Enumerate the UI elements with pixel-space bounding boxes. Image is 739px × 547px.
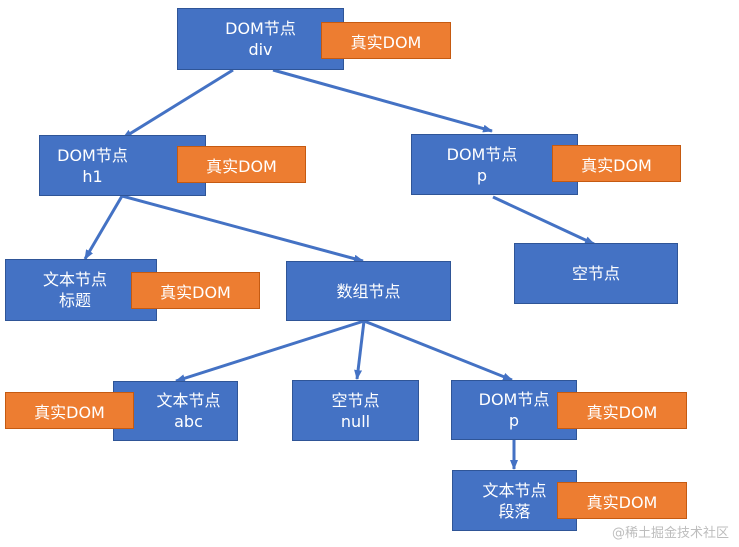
edge-array-null: [354, 320, 366, 380]
node-type-label: DOM节点: [478, 390, 550, 409]
node-type-label: DOM节点: [225, 19, 296, 38]
node-tag-label: div: [248, 40, 273, 59]
real-dom-badge: 真实DOM: [131, 272, 260, 309]
node-type-label: 文本节点: [42, 270, 107, 289]
node-tag-label: p: [508, 411, 520, 430]
edge-p1-empty: [492, 195, 595, 246]
node-value-label: 标题: [58, 291, 91, 310]
node-text-title: 文本节点 标题: [5, 259, 157, 321]
real-dom-badge: 真实DOM: [177, 146, 306, 183]
node-array: 数组节点: [286, 261, 451, 321]
node-type-label: 空节点: [331, 390, 380, 410]
real-dom-badge: 真实DOM: [557, 482, 687, 519]
edge-array-p2: [363, 319, 513, 382]
edge-array-abc: [175, 319, 365, 383]
watermark: @稀土掘金技术社区: [611, 526, 729, 541]
node-value-label: 段落: [498, 501, 531, 521]
node-tag-label: h1: [82, 166, 103, 186]
node-type-label: DOM节点: [57, 145, 128, 165]
edge-root-p1: [272, 68, 493, 133]
node-type-label: DOM节点: [446, 144, 518, 164]
node-empty: 空节点: [514, 243, 678, 304]
node-type-label: 空节点: [571, 264, 620, 283]
node-type-label: 文本节点: [482, 480, 547, 500]
edge-h1-array: [121, 194, 364, 263]
real-dom-badge: 真实DOM: [552, 145, 681, 182]
real-dom-badge: 真实DOM: [321, 22, 451, 59]
node-value-label: null: [340, 411, 371, 431]
node-tag-label: p: [476, 165, 488, 185]
edge-root-h1: [122, 68, 234, 140]
node-value-label: abc: [174, 412, 203, 431]
node-type-label: 数组节点: [336, 281, 401, 301]
node-dom-p: DOM节点 p: [411, 134, 578, 195]
real-dom-badge: 真实DOM: [557, 392, 687, 429]
node-dom-p-child: DOM节点 p: [451, 380, 577, 440]
node-empty-null: 空节点 null: [292, 380, 419, 441]
node-type-label: 文本节点: [156, 391, 221, 410]
node-dom-div: DOM节点 div: [177, 8, 344, 70]
node-text-paragraph: 文本节点 段落: [452, 470, 577, 531]
edge-h1-title: [83, 195, 124, 260]
real-dom-badge: 真实DOM: [5, 392, 134, 429]
